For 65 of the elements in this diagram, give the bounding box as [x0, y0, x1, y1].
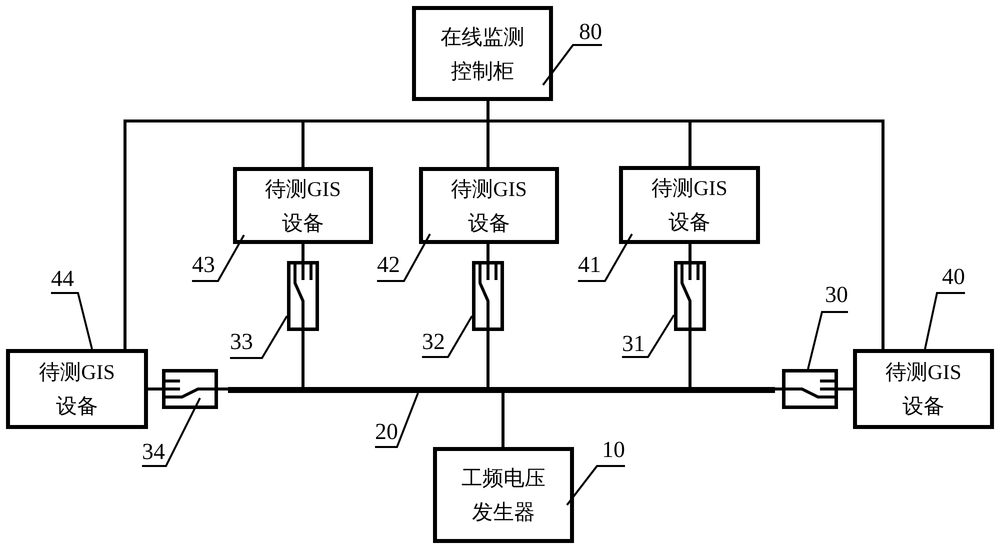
- equipment-box: [412, 6, 553, 101]
- leader-line: [807, 311, 848, 370]
- box-label: 待测GIS设备: [38, 359, 116, 420]
- wire: [688, 121, 692, 166]
- box-label: 在线监测控制柜: [440, 24, 525, 84]
- leader-line: [230, 315, 288, 359]
- callout-number: 44: [51, 267, 74, 293]
- wire: [124, 120, 303, 349]
- equipment-box: [419, 167, 559, 244]
- wire: [486, 244, 490, 261]
- box-label: 待测GIS设备: [450, 176, 528, 236]
- leader-line: [542, 44, 602, 86]
- wire: [302, 331, 304, 387]
- leader-line: [142, 398, 201, 467]
- wire: [690, 120, 884, 349]
- leader-line: [375, 392, 419, 448]
- box-label: 待测GIS设备: [651, 175, 728, 236]
- wire: [148, 388, 162, 390]
- equipment-box: [853, 349, 994, 429]
- leader-line: [377, 234, 431, 282]
- leader-line: [924, 292, 965, 350]
- box-label: 待测GIS设备: [885, 359, 962, 420]
- leader-line: [192, 234, 245, 282]
- wire: [486, 121, 490, 167]
- callout-number: 40: [942, 265, 965, 293]
- wire: [303, 120, 488, 122]
- callout-number: 33: [230, 330, 253, 358]
- wire: [688, 331, 692, 387]
- callout-number: 43: [192, 253, 215, 281]
- equipment-box: [619, 166, 760, 244]
- leader-line: [578, 234, 633, 282]
- callout-number: 10: [602, 438, 625, 466]
- wire: [218, 388, 228, 390]
- callout-number: 20: [375, 420, 398, 447]
- switch-symbol: [472, 261, 504, 331]
- callout-number: 32: [422, 330, 445, 357]
- leader-line: [51, 292, 93, 350]
- wire: [486, 331, 490, 387]
- wire: [302, 244, 304, 261]
- switch-symbol: [287, 261, 319, 331]
- switch-symbol: [782, 369, 838, 409]
- callout-number: 34: [142, 440, 165, 466]
- callout-number: 31: [622, 332, 645, 357]
- bus-bar: [228, 387, 775, 393]
- wire: [302, 121, 304, 167]
- leader-line: [622, 314, 675, 358]
- wire: [488, 120, 690, 122]
- wire: [486, 101, 490, 121]
- equipment-box: [433, 447, 574, 543]
- box-label: 待测GIS设备: [264, 176, 342, 236]
- callout-number: 30: [825, 283, 848, 312]
- wire: [688, 244, 692, 261]
- callout-number: 42: [377, 253, 400, 281]
- wire: [502, 393, 504, 447]
- equipment-box: [233, 167, 373, 244]
- leader-line: [566, 465, 625, 506]
- callout-number: 41: [578, 253, 601, 281]
- wire: [838, 388, 853, 390]
- callout-number: 80: [579, 20, 602, 45]
- equipment-box: [6, 349, 148, 429]
- switch-symbol: [674, 261, 706, 331]
- box-label: 工频电压发生器: [461, 465, 546, 526]
- switch-symbol: [162, 369, 218, 409]
- leader-line: [422, 316, 473, 358]
- wire: [775, 388, 782, 390]
